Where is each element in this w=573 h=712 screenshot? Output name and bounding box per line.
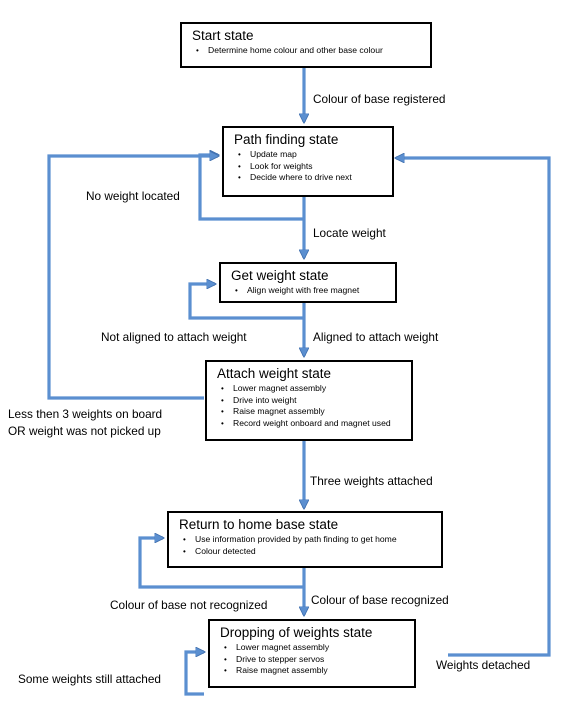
label-less-than-three-line1: Less then 3 weights on board bbox=[8, 407, 163, 421]
state-attach-weight-actions: Lower magnet assembly Drive into weight … bbox=[217, 383, 403, 429]
arrow-base-not-recognized-loop bbox=[138, 538, 304, 589]
state-attach-weight-title: Attach weight state bbox=[217, 366, 332, 381]
state-get-weight-actions: Align weight with free magnet bbox=[231, 285, 387, 297]
state-path-finding-title: Path finding state bbox=[234, 132, 339, 147]
state-return-home: Return to home base state Use informatio… bbox=[167, 511, 443, 568]
arrow-not-aligned-loop bbox=[188, 284, 304, 320]
list-item: Determine home colour and other base col… bbox=[196, 45, 422, 57]
list-item: Use information provided by path finding… bbox=[183, 534, 433, 546]
arrow-less-than-three-loop bbox=[47, 156, 218, 400]
list-item: Colour detected bbox=[183, 546, 433, 558]
list-item: Raise magnet assembly bbox=[221, 406, 403, 418]
state-attach-weight: Attach weight state Lower magnet assembl… bbox=[205, 360, 413, 441]
list-item: Record weight onboard and magnet used bbox=[221, 418, 403, 430]
state-return-home-actions: Use information provided by path finding… bbox=[179, 534, 433, 557]
state-dropping: Dropping of weights state Lower magnet a… bbox=[208, 619, 416, 688]
label-no-weight-located: No weight located bbox=[86, 189, 180, 203]
label-three-attached: Three weights attached bbox=[310, 474, 433, 488]
list-item: Update map bbox=[238, 149, 384, 161]
label-locate-weight: Locate weight bbox=[313, 226, 386, 240]
state-return-home-title: Return to home base state bbox=[179, 517, 339, 532]
list-item: Lower magnet assembly bbox=[221, 383, 403, 395]
state-dropping-title: Dropping of weights state bbox=[220, 625, 373, 640]
arrow-weights-detached-loop bbox=[396, 158, 551, 657]
label-colour-registered: Colour of base registered bbox=[313, 92, 446, 106]
label-base-recognized: Colour of base recognized bbox=[311, 593, 449, 607]
arrow-some-attached-loop bbox=[184, 652, 204, 696]
label-some-still-attached: Some weights still attached bbox=[18, 672, 161, 686]
state-path-finding: Path finding state Update map Look for w… bbox=[222, 126, 394, 197]
label-aligned: Aligned to attach weight bbox=[313, 330, 439, 344]
label-base-not-recognized: Colour of base not recognized bbox=[110, 598, 268, 612]
state-start-actions: Determine home colour and other base col… bbox=[192, 45, 422, 57]
list-item: Decide where to drive next bbox=[238, 172, 384, 184]
list-item: Drive to stepper servos bbox=[224, 654, 406, 666]
state-get-weight-title: Get weight state bbox=[231, 268, 329, 283]
state-get-weight: Get weight state Align weight with free … bbox=[219, 262, 397, 303]
label-not-aligned: Not aligned to attach weight bbox=[101, 330, 247, 344]
state-start-title: Start state bbox=[192, 28, 254, 43]
list-item: Align weight with free magnet bbox=[235, 285, 387, 297]
list-item: Drive into weight bbox=[221, 395, 403, 407]
list-item: Lower magnet assembly bbox=[224, 642, 406, 654]
label-weights-detached: Weights detached bbox=[436, 658, 531, 672]
state-dropping-actions: Lower magnet assembly Drive to stepper s… bbox=[220, 642, 406, 677]
state-path-finding-actions: Update map Look for weights Decide where… bbox=[234, 149, 384, 184]
label-less-than-three-line2: OR weight was not picked up bbox=[8, 424, 161, 438]
state-start: Start state Determine home colour and ot… bbox=[180, 22, 432, 68]
list-item: Look for weights bbox=[238, 161, 384, 173]
list-item: Raise magnet assembly bbox=[224, 665, 406, 677]
